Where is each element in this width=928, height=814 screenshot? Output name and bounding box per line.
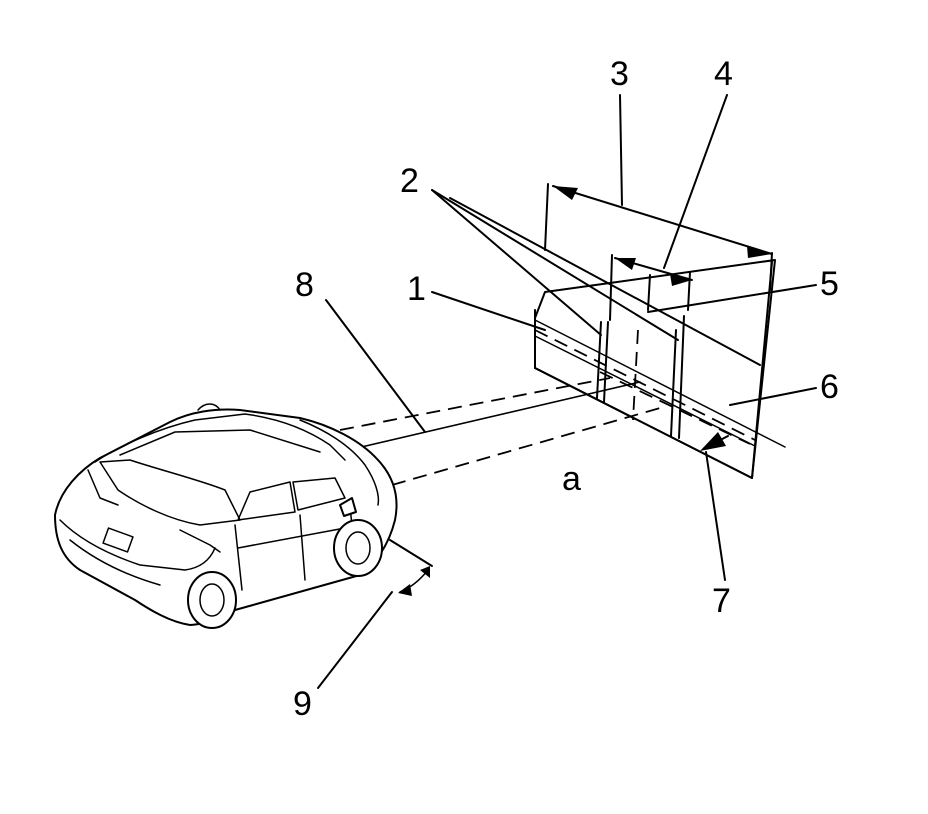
leader-lines: [317, 94, 817, 689]
callout-8: 8: [295, 266, 314, 304]
callout-a: a: [562, 460, 581, 498]
callout-2: 2: [400, 162, 419, 200]
floor-angle-reference: [389, 539, 433, 596]
callout-4: 4: [714, 55, 733, 93]
vehicle: [54, 403, 398, 629]
callout-9: 9: [293, 685, 312, 723]
callout-7: 7: [712, 582, 731, 620]
light-beams: [339, 377, 661, 486]
callout-labels: 1 2 3 4 5 6 7 8 9 a: [293, 55, 839, 723]
callout-6: 6: [820, 368, 839, 406]
dimension-3-width: [544, 183, 773, 291]
horizontal-reference-lines: [534, 319, 786, 448]
arrow-7: [700, 432, 729, 451]
aiming-screen: [534, 259, 776, 479]
callout-5: 5: [820, 265, 839, 303]
dimension-4-spacing: [609, 254, 693, 321]
callout-3: 3: [610, 55, 629, 93]
callout-1: 1: [407, 270, 426, 308]
